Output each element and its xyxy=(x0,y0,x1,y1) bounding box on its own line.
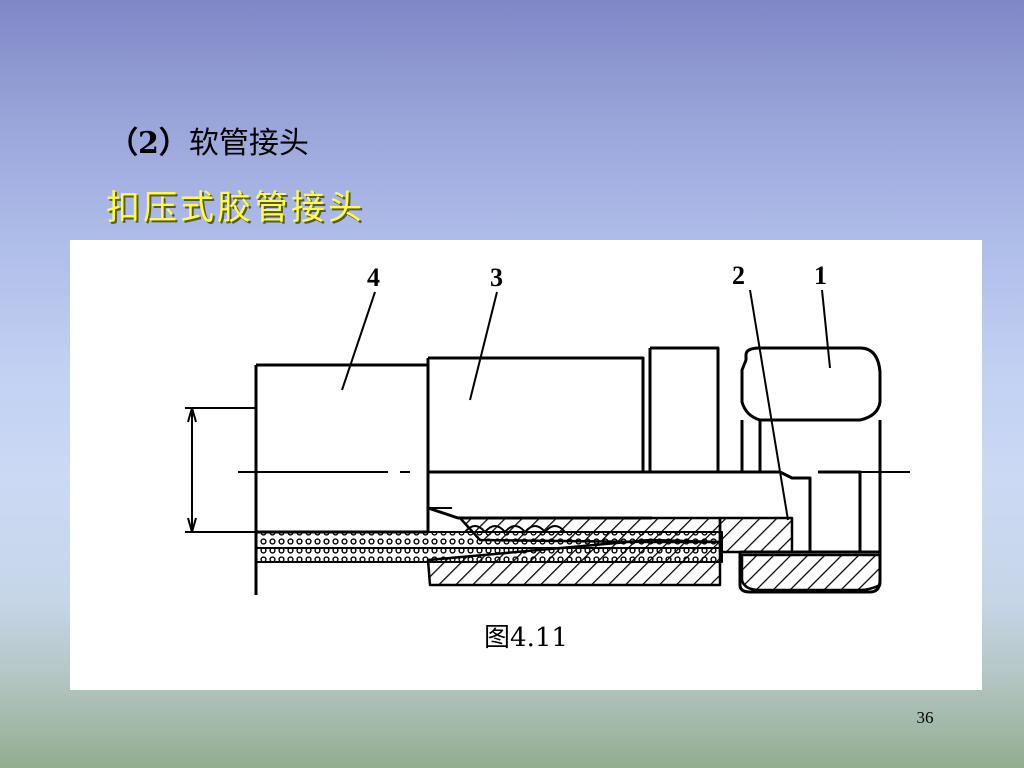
leader-3 xyxy=(469,291,498,401)
leader-4 xyxy=(341,291,376,391)
callout-3: 3 xyxy=(490,263,503,292)
slide-heading: （2）软管接头 xyxy=(108,118,309,162)
figure-panel: 4 3 2 1 图4.11 xyxy=(70,240,982,690)
heading-text: 软管接头 xyxy=(188,126,309,161)
hose-fitting-drawing: 4 3 2 1 xyxy=(185,261,910,595)
socket-collar xyxy=(648,346,720,472)
part-3-socket xyxy=(426,356,652,520)
slide-subtitle: 扣压式胶管接头 xyxy=(106,188,365,228)
figure-caption: 图4.11 xyxy=(484,623,568,653)
part-2-nipple xyxy=(428,470,812,552)
callout-4: 4 xyxy=(367,263,380,292)
hose-braid xyxy=(255,531,723,549)
leader-1 xyxy=(821,289,831,369)
page-number: 36 xyxy=(916,708,934,727)
leader-2 xyxy=(749,289,789,521)
callout-2: 2 xyxy=(732,261,745,290)
callout-1: 1 xyxy=(814,261,827,290)
heading-number: （2） xyxy=(108,126,189,161)
part-1-nut xyxy=(740,346,882,422)
